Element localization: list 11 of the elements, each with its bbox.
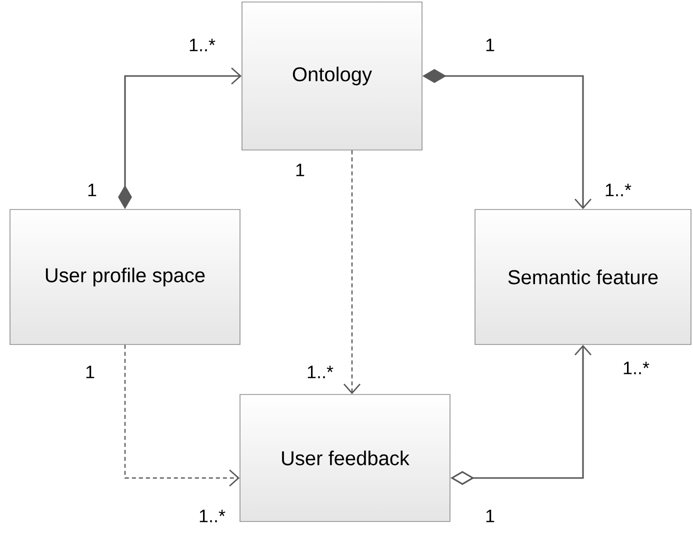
class-box: Semantic feature (474, 209, 692, 345)
class-box: Ontology (242, 2, 422, 150)
multiplicity-label: 1 (486, 38, 494, 52)
multiplicity-label: 1 (486, 510, 494, 522)
multiplicity-label: 1 (86, 366, 94, 378)
multiplicity-label: 1..* (190, 38, 216, 52)
connector (124, 344, 240, 487)
multiplicity-label: 1..* (624, 362, 650, 374)
connector (343, 150, 361, 394)
class-box: User feedback (240, 394, 450, 522)
class-box: User profile space (10, 209, 240, 345)
